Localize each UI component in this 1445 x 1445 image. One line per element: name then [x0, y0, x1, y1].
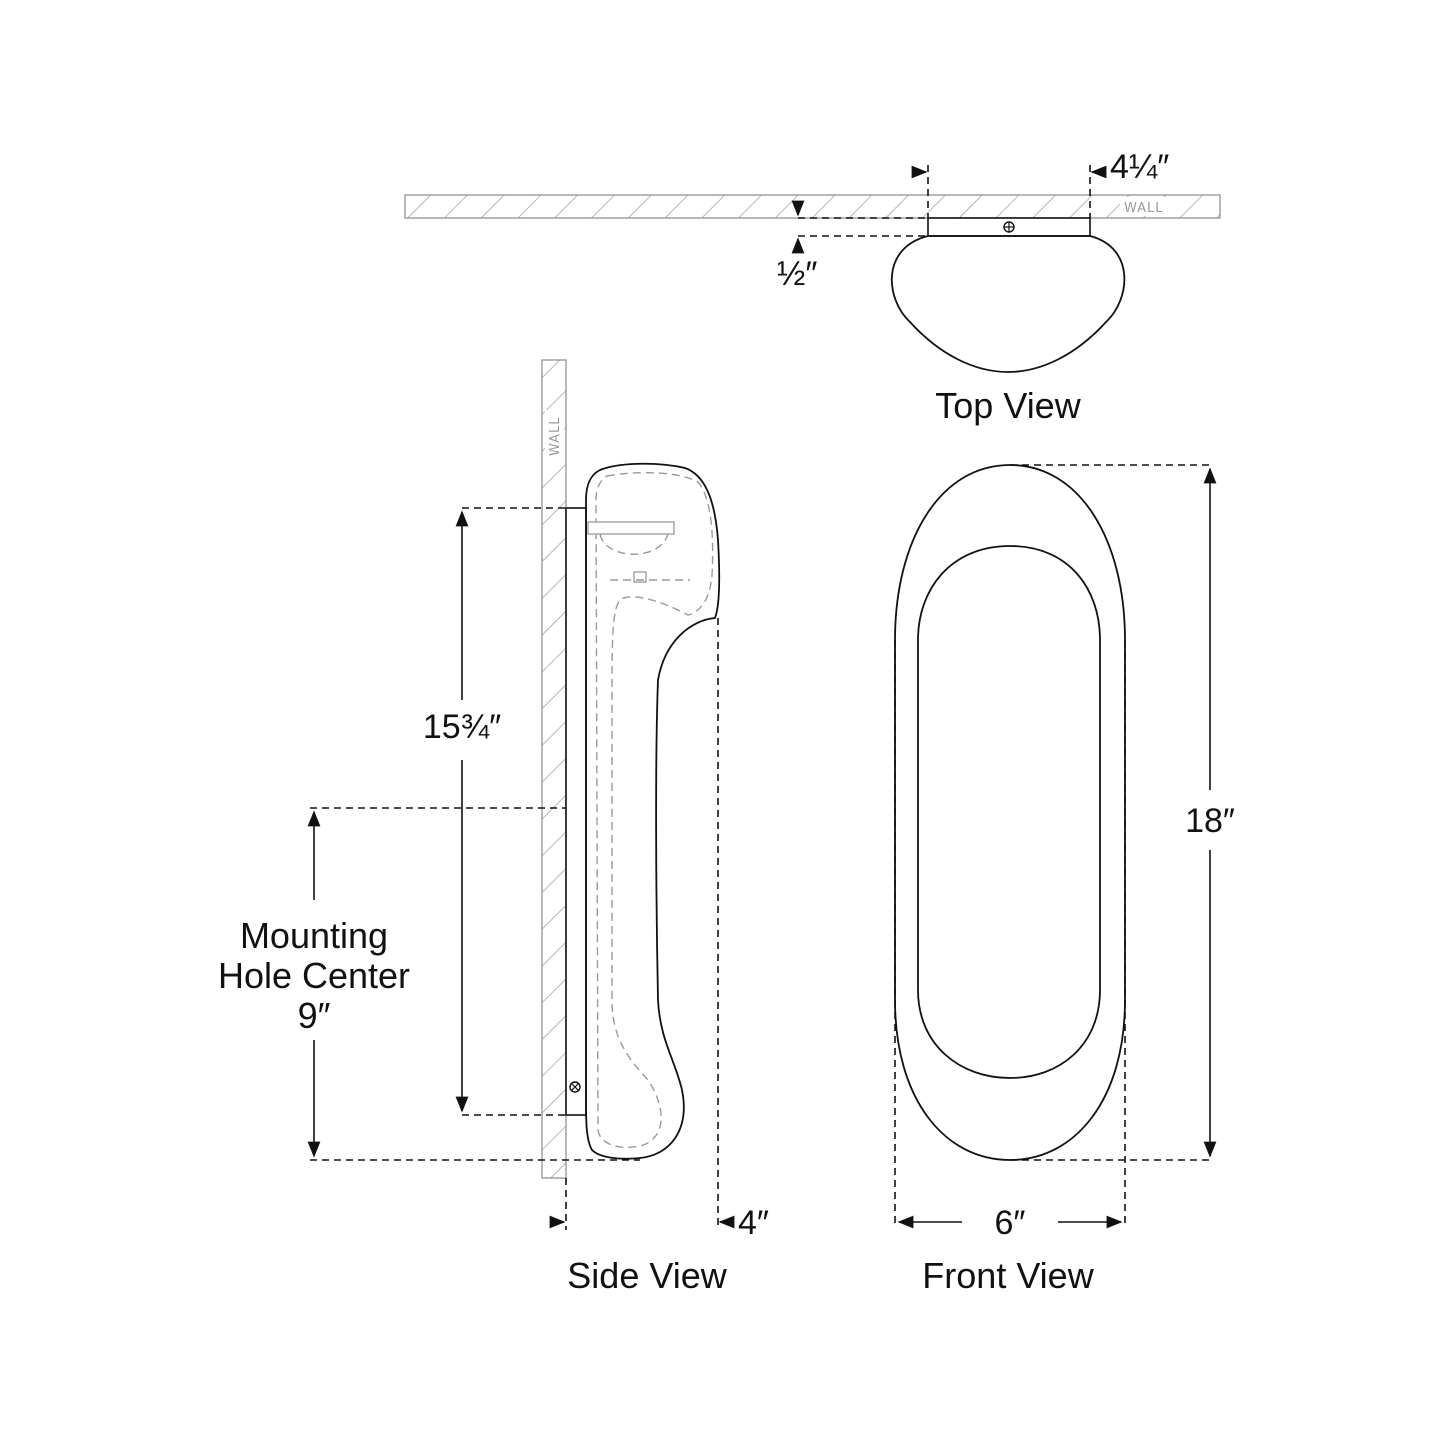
front-view-outer-shade [894, 464, 1126, 1161]
top-view-wall-label: WALL [1124, 201, 1164, 216]
side-view-title: Side View [567, 1255, 727, 1296]
front-view: 18″ 6″ Front View [894, 464, 1235, 1296]
side-view-mounting-value: 9″ [298, 995, 331, 1036]
side-view-height-label: 15¾″ [423, 708, 501, 746]
top-view: WALL 4¼″ ½″ Top View [404, 148, 1221, 426]
side-view-wall [541, 359, 567, 1179]
side-view-wall-label: WALL [548, 416, 563, 456]
front-view-title: Front View [922, 1255, 1094, 1296]
front-view-width-label: 6″ [995, 1204, 1026, 1242]
front-view-inner-opening [917, 545, 1101, 1079]
side-view-inner-shell [595, 471, 714, 1148]
side-view-mounting-line1: Mounting [240, 915, 388, 956]
top-view-offset-label: ½″ [777, 255, 817, 293]
side-view: WALL 15¾″ Mounting Hole Center 9″ [218, 359, 769, 1296]
top-view-wall [404, 194, 1221, 219]
side-view-shade [585, 462, 721, 1160]
front-view-height-label: 18″ [1185, 802, 1235, 840]
top-view-title: Top View [935, 385, 1081, 426]
top-view-depth-label: 4¼″ [1110, 148, 1169, 186]
side-view-mounting-line2: Hole Center [218, 955, 410, 996]
side-view-socket-plate [587, 521, 675, 535]
side-view-backplate [565, 507, 587, 1116]
top-view-shade [891, 235, 1126, 373]
side-view-depth-label: 4″ [738, 1204, 769, 1242]
